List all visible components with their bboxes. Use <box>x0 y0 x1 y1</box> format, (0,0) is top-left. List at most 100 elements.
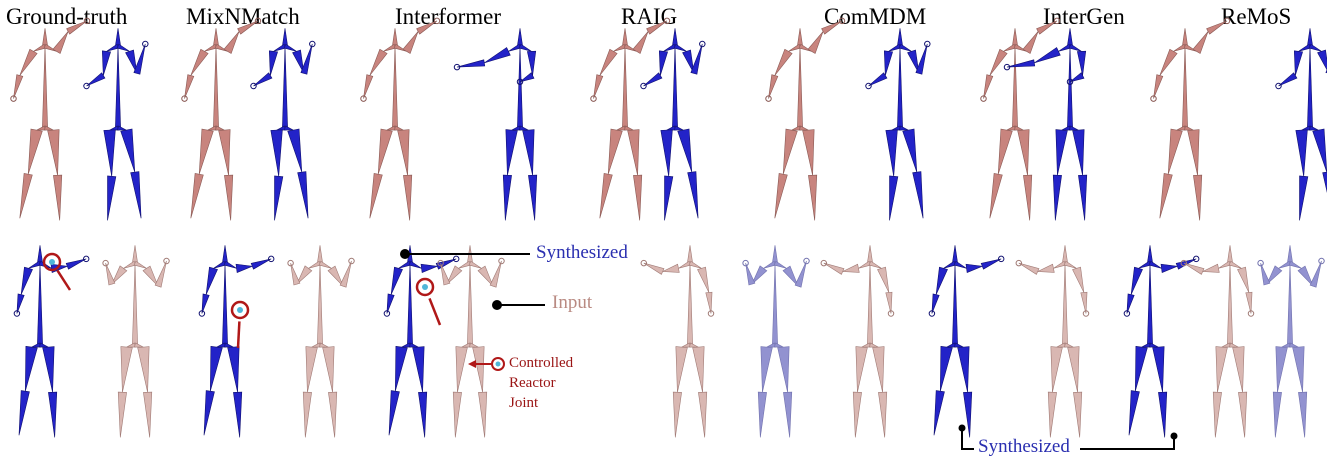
bone-rsh-rel <box>235 263 254 273</box>
bone-neck-rsh <box>773 260 787 269</box>
bone-rkn-ran <box>1158 391 1168 438</box>
bone-lsh-lel <box>20 266 33 295</box>
bone-neck-rsh <box>116 43 130 52</box>
hand-lwr <box>1123 310 1131 317</box>
bone-lel-lwr <box>823 262 845 275</box>
bone-lsh-lel <box>111 265 128 285</box>
hand-rwr <box>699 40 706 48</box>
bone-lhip-lkn <box>270 129 283 177</box>
bone-lhip-lkn <box>940 345 953 392</box>
bone-pelvis-lhip <box>386 125 396 131</box>
bone-pelvis-lhip <box>109 125 119 131</box>
bone-pelvis-rhip <box>689 342 699 348</box>
bone-rkn-ran <box>1078 174 1088 221</box>
controlled-joint-marker-0 <box>42 252 72 291</box>
bone-rhip-rkn <box>322 346 335 393</box>
bone-neck-head <box>42 28 48 47</box>
bone-rsh-rel <box>420 263 439 273</box>
bone-rhip-rkn <box>1072 129 1085 176</box>
bone-lel-lwr <box>253 72 273 87</box>
reactor-skeleton-top-4 <box>865 28 931 221</box>
bone-lhip-lkn <box>1050 346 1063 393</box>
bone-lsh-lel <box>1130 266 1143 295</box>
bone-pelvis-lhip <box>616 125 626 131</box>
reactor-skeleton-top-5 <box>1003 28 1088 221</box>
reactor-skeleton-top-0 <box>83 28 149 221</box>
bone-pelvis-neck <box>467 263 473 346</box>
hand-rwr <box>267 255 275 263</box>
bone-lkn-lan <box>203 390 215 436</box>
hand-lwr <box>820 259 828 267</box>
hand-rwr <box>83 17 91 25</box>
bone-lhip-lkn <box>782 128 798 175</box>
bone-neck-rsh <box>1288 260 1302 269</box>
bone-pelvis-rhip <box>1184 125 1194 131</box>
bone-lkn-lan <box>18 390 30 436</box>
bone-rel-rwr <box>1080 291 1088 314</box>
bone-pelvis-rhip <box>519 125 529 131</box>
hand-rwr <box>452 255 460 263</box>
bone-pelvis-rhip <box>1229 342 1239 348</box>
bone-lel-lwr <box>1018 262 1040 275</box>
bone-rhip-rkn <box>42 346 55 393</box>
reactor-skeleton-top-2 <box>453 28 538 221</box>
bone-lhip-lkn <box>505 129 518 176</box>
bone-rhip-rkn <box>802 129 815 176</box>
bone-lkn-lan <box>19 173 33 219</box>
bone-lkn-lan <box>989 173 1003 219</box>
bone-rsh-rel <box>125 49 138 74</box>
bone-lhip-lkn <box>27 128 43 175</box>
bone-neck-head <box>213 28 219 47</box>
bone-pelvis-neck <box>952 263 958 346</box>
bone-pelvis-lhip <box>31 342 41 348</box>
bone-lel-lwr <box>13 74 24 99</box>
bone-lel-lwr <box>931 293 940 314</box>
bone-neck-rsh <box>283 43 297 52</box>
bone-rkn-ran <box>808 174 818 221</box>
bone-rel-rwr <box>980 258 1002 270</box>
hand-lwr <box>10 95 17 102</box>
bone-pelvis-neck <box>797 46 803 129</box>
bone-rkn-ran <box>53 174 63 221</box>
bone-rsh-rel <box>292 49 305 74</box>
bone-rkn-ran <box>403 174 413 221</box>
hand-lwr <box>13 310 21 317</box>
skeleton-bottom-b-1 <box>287 245 355 438</box>
actor-skeleton-top-2 <box>360 17 441 221</box>
bone-rhip-rkn <box>472 346 485 393</box>
bone-neck-head <box>797 28 803 47</box>
bone-rsh-rel <box>682 49 695 74</box>
bone-rhip-rkn <box>522 129 535 176</box>
bone-lhip-lkn <box>377 128 393 175</box>
bone-pelvis-neck <box>517 46 523 129</box>
bone-rsh-rel <box>807 31 824 54</box>
bone-pelvis-lhip <box>207 125 217 131</box>
bone-pelvis-rhip <box>774 342 784 348</box>
bone-rhip-rkn <box>47 129 60 176</box>
bone-rhip-rkn <box>692 346 705 393</box>
bone-lel-lwr <box>1183 262 1205 275</box>
bone-pelvis-lhip <box>1281 342 1291 348</box>
skeleton-bottom-a-6 <box>1180 245 1255 438</box>
bone-neck-head <box>517 28 523 47</box>
bone-neck-rsh <box>133 260 147 269</box>
bone-rsh-rel <box>907 49 920 74</box>
bone-neck-rsh <box>223 260 237 269</box>
bone-lel-lwr <box>440 262 451 286</box>
bone-lsh-lel <box>883 50 894 76</box>
bone-rsh-rel <box>1076 50 1087 76</box>
hand-rwr <box>887 310 895 317</box>
bone-rsh-rel <box>965 263 984 273</box>
bone-pelvis-neck <box>1182 46 1188 129</box>
bone-pelvis-rhip <box>117 125 127 131</box>
bone-rhip-rkn <box>227 346 240 393</box>
hand-lwr <box>287 259 294 267</box>
skeleton-bottom-b-4 <box>928 245 1005 438</box>
hand-rwr <box>1066 78 1074 86</box>
bone-rkn-ran <box>143 391 153 438</box>
bone-pelvis-lhip <box>891 125 901 131</box>
bone-lel-lwr <box>201 293 210 314</box>
bone-neck-rsh <box>1148 260 1162 269</box>
bone-lkn-lan <box>302 391 312 438</box>
hand-rwr <box>309 40 316 48</box>
